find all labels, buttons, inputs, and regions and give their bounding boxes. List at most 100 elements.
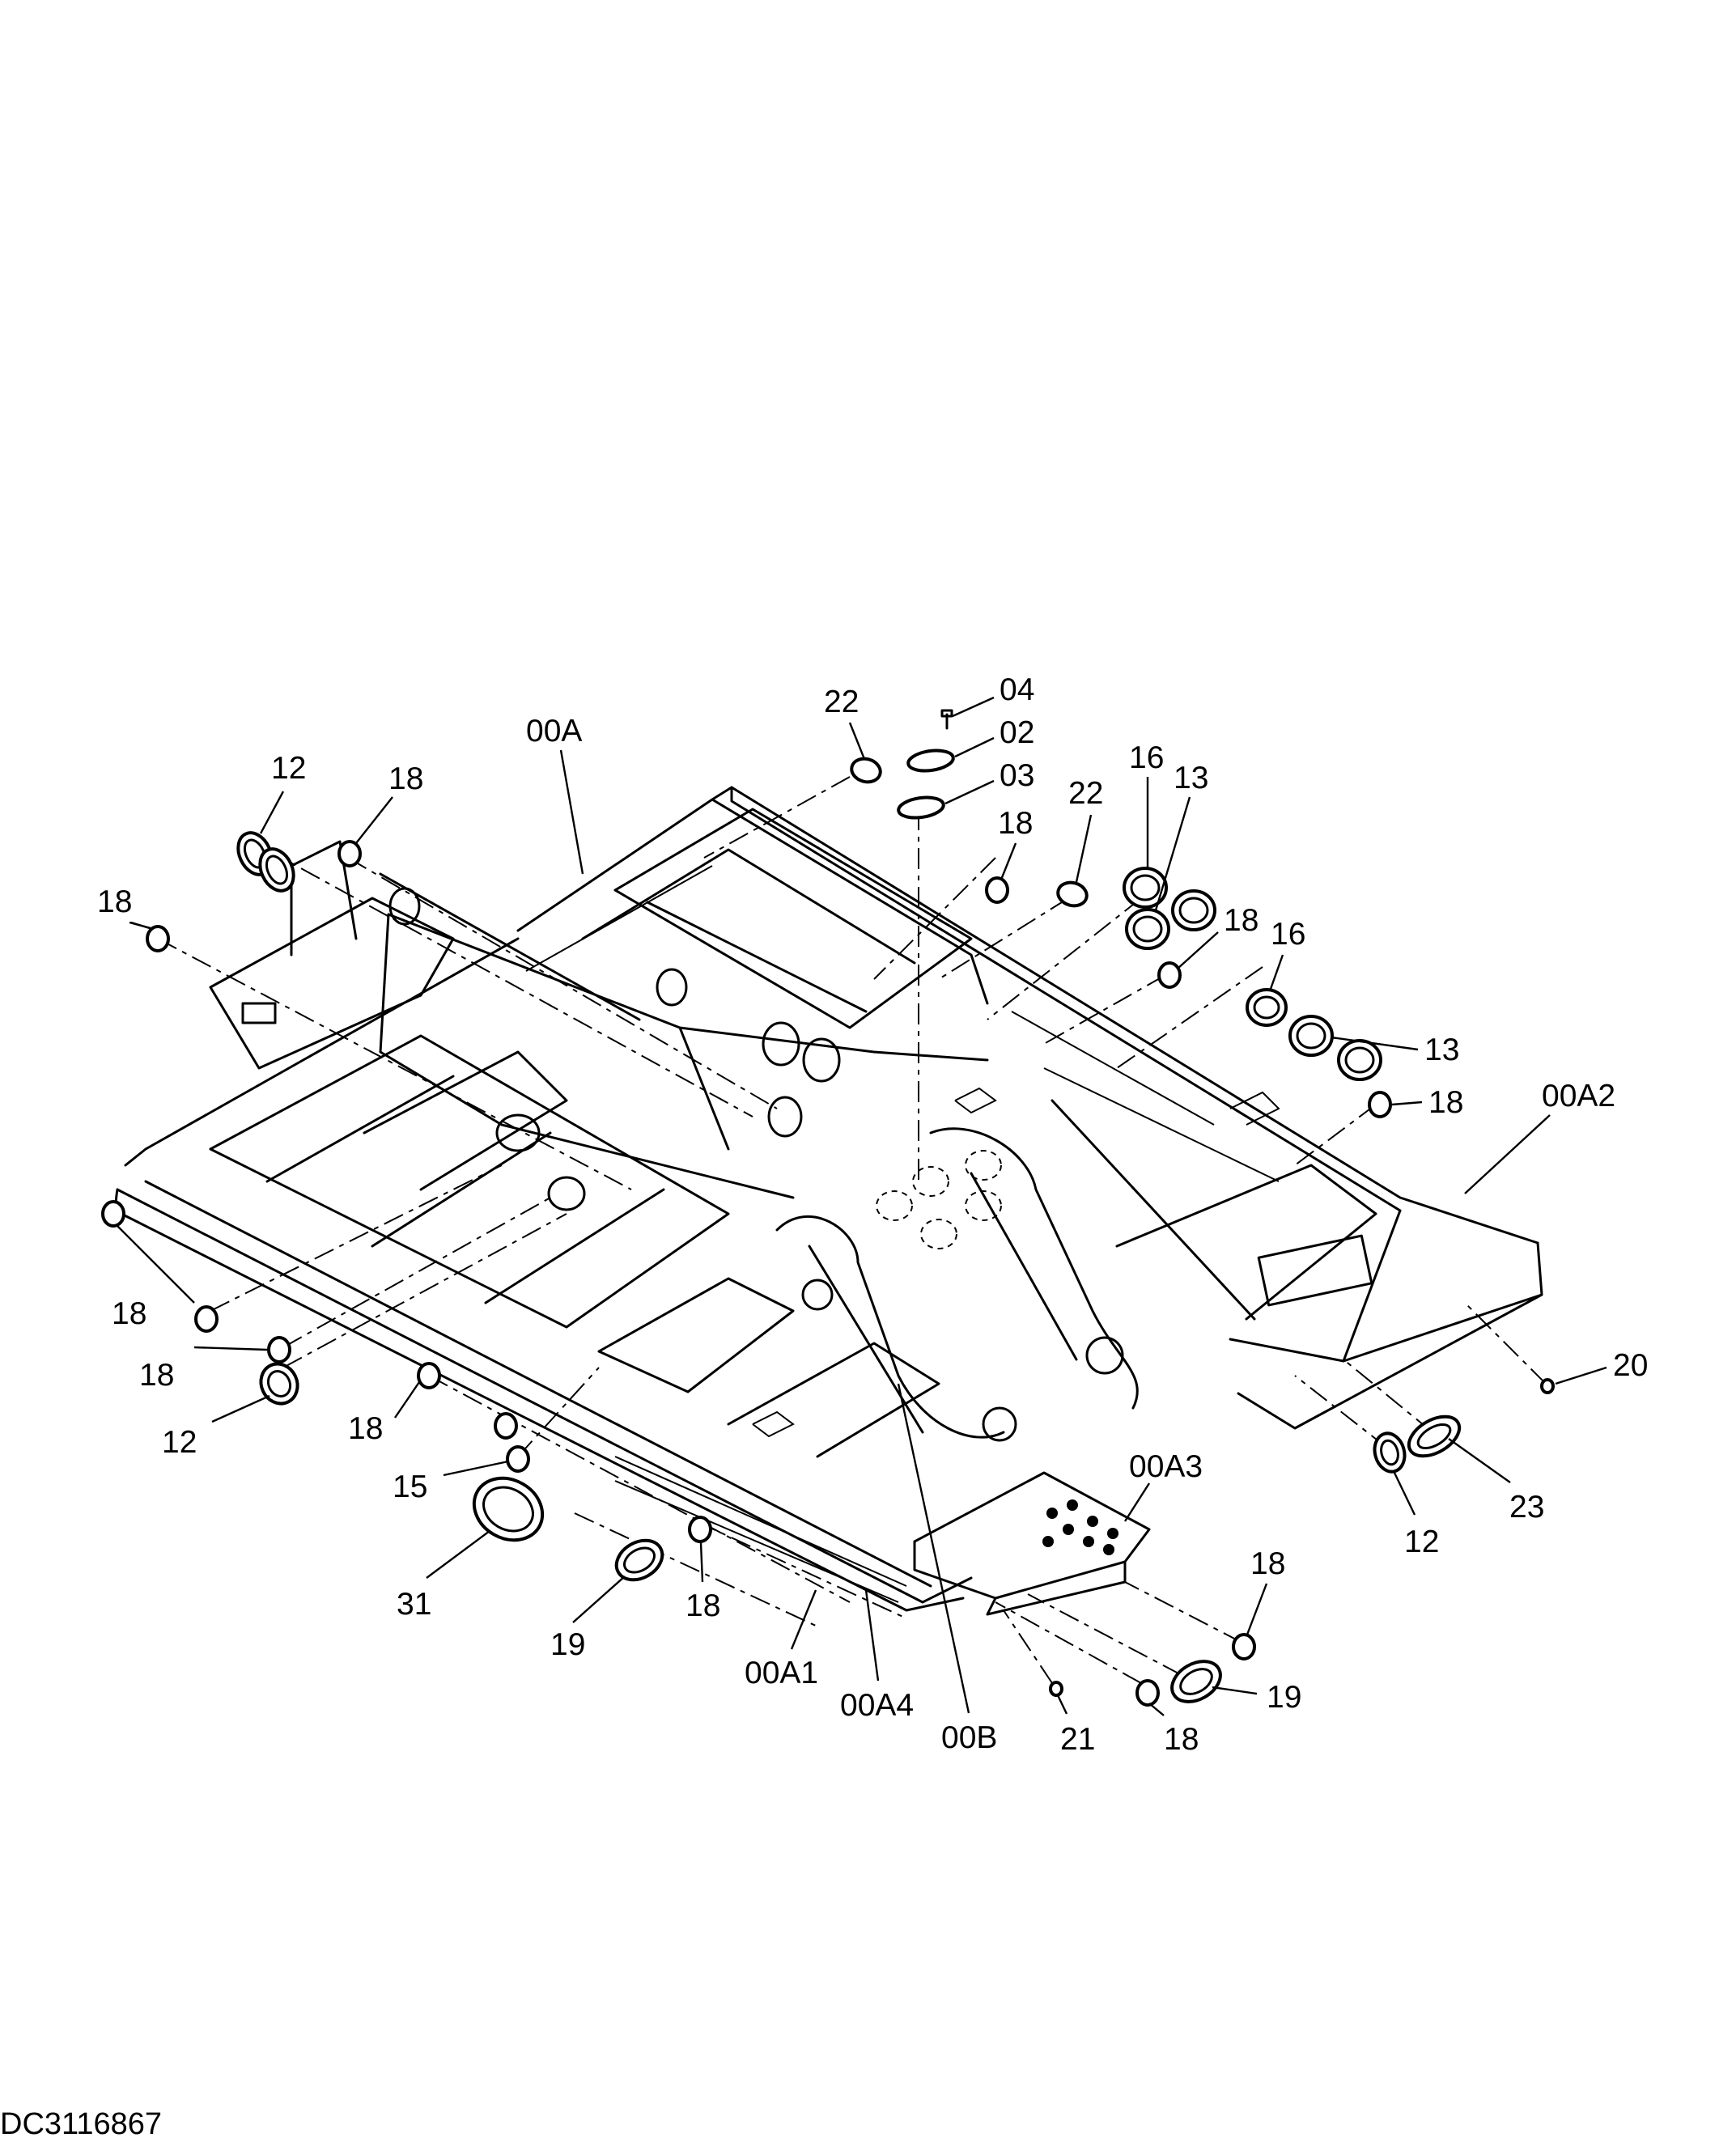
plug-18-i <box>417 1362 441 1389</box>
grommet-19-b-inner <box>1179 1668 1213 1695</box>
plug-18-e <box>1368 1091 1392 1118</box>
callout-labels: 04 22 02 00A 03 22 12 16 13 18 18 18 18 … <box>97 672 1648 1757</box>
dash-19a <box>574 1512 818 1627</box>
callout-15: 15 <box>393 1470 427 1504</box>
upper-left-post <box>290 840 358 956</box>
seal-13-c-inner <box>1296 1022 1326 1050</box>
leader-18b-2 <box>129 921 155 931</box>
detail-line-1 <box>525 865 713 972</box>
center-hole-b <box>802 1037 841 1083</box>
left-deck-inner-rail <box>144 1180 932 1588</box>
hidden-circle-4 <box>965 1190 1002 1221</box>
callout-22: 22 <box>1068 776 1103 811</box>
grommet-23-inner <box>1416 1423 1452 1450</box>
plug-18-f <box>101 1200 125 1228</box>
left-deck-crossbar-c <box>484 1188 665 1304</box>
leader-03 <box>944 779 995 805</box>
callout-20: 20 <box>1613 1348 1648 1383</box>
plug-20 <box>1540 1378 1555 1394</box>
leader-23 <box>1448 1438 1511 1483</box>
dash-20 <box>1464 1302 1547 1385</box>
frame-details <box>525 865 1280 1603</box>
plug-18-b <box>146 925 170 952</box>
callout-03: 03 <box>1000 758 1034 793</box>
dash-18j <box>1124 1581 1243 1643</box>
step-hole-7 <box>1042 1536 1054 1547</box>
leader-16b <box>1269 954 1284 990</box>
step-hole-3 <box>1087 1516 1098 1527</box>
rear-deck-inner <box>581 848 916 965</box>
rear-tray-rib <box>646 901 868 1013</box>
bolt-04-head <box>940 709 953 718</box>
callout-18: 18 <box>685 1588 720 1623</box>
dash-18d <box>1043 974 1166 1045</box>
callout-00b: 00B <box>941 1720 997 1755</box>
leader-20 <box>1555 1366 1607 1385</box>
step-plate-holes <box>1042 1499 1118 1555</box>
step-hole-6 <box>1107 1528 1118 1539</box>
step-hole-8 <box>1103 1544 1114 1555</box>
left-deck-top-edge <box>124 937 520 1167</box>
right-deck-lower-edge <box>1229 1293 1543 1363</box>
callout-21: 21 <box>1060 1722 1095 1757</box>
callout-23: 23 <box>1509 1490 1544 1525</box>
plug-18-h <box>267 1336 291 1364</box>
bolt-04 <box>940 709 953 730</box>
dash-18h <box>428 1375 851 1603</box>
hidden-circle-1 <box>876 1190 913 1221</box>
callout-13: 13 <box>1174 761 1208 795</box>
boom-bracket-left <box>775 1215 1005 1439</box>
dash-18b <box>157 938 632 1190</box>
plug-18-c <box>985 876 1009 904</box>
grommet-31-inner <box>482 1486 534 1533</box>
detail-box-3 <box>1229 1091 1280 1126</box>
left-deck-long-rail <box>116 1188 973 1604</box>
center-hole-c <box>767 1096 803 1138</box>
callout-19: 19 <box>550 1627 585 1662</box>
leader-04 <box>952 696 995 718</box>
callout-13: 13 <box>1424 1033 1459 1067</box>
leader-00a1 <box>790 1589 817 1650</box>
callout-19: 19 <box>1267 1680 1301 1715</box>
left-deck-crossbar-a <box>265 1075 455 1183</box>
dash-18g <box>282 1197 551 1348</box>
leader-00a2 <box>1464 1114 1551 1194</box>
leader-18i <box>699 1542 704 1583</box>
leader-13a <box>1154 796 1191 911</box>
assembly-lines <box>157 776 1547 1684</box>
right-deck-inner-rail <box>1051 1099 1256 1321</box>
dash-18k <box>995 1601 1142 1684</box>
step-hole-4 <box>1063 1524 1074 1535</box>
detail-line-2 <box>1011 1011 1215 1126</box>
dash-22a <box>703 776 851 859</box>
callout-00a4: 00A4 <box>840 1688 914 1723</box>
leader-12a <box>259 791 285 834</box>
plug-18-m <box>1232 1633 1256 1660</box>
step-plate-lip <box>986 1560 1127 1616</box>
seal-12-d-inner <box>1380 1439 1399 1466</box>
lower-center-bracket <box>727 1342 940 1458</box>
leader-00a4 <box>864 1589 880 1682</box>
plug-15 <box>506 1445 530 1473</box>
callout-18: 18 <box>1428 1085 1463 1120</box>
upper-left-bracket <box>209 897 455 1070</box>
callout-18: 18 <box>1250 1546 1285 1581</box>
boom-pin-boss-right <box>1085 1336 1124 1375</box>
leader-18a <box>355 796 393 844</box>
callout-00a3: 00A3 <box>1129 1449 1203 1484</box>
leader-15 <box>443 1460 509 1477</box>
dash-16a <box>987 897 1142 1020</box>
callout-18: 18 <box>112 1296 146 1331</box>
right-deck-back-edge <box>730 786 1402 1212</box>
dash-19b <box>1027 1593 1182 1676</box>
leader-19a <box>572 1576 626 1623</box>
lower-mid-bracket <box>597 1277 795 1393</box>
leader-18k <box>1148 1703 1165 1716</box>
upper-left-hole <box>388 887 421 926</box>
left-brace <box>363 1050 568 1191</box>
hidden-circle-2 <box>912 1166 949 1197</box>
seal-12-c-inner <box>266 1369 292 1398</box>
plug-18-l <box>1135 1679 1160 1707</box>
hidden-circles <box>876 1150 1002 1249</box>
dash-18f <box>210 1164 503 1312</box>
